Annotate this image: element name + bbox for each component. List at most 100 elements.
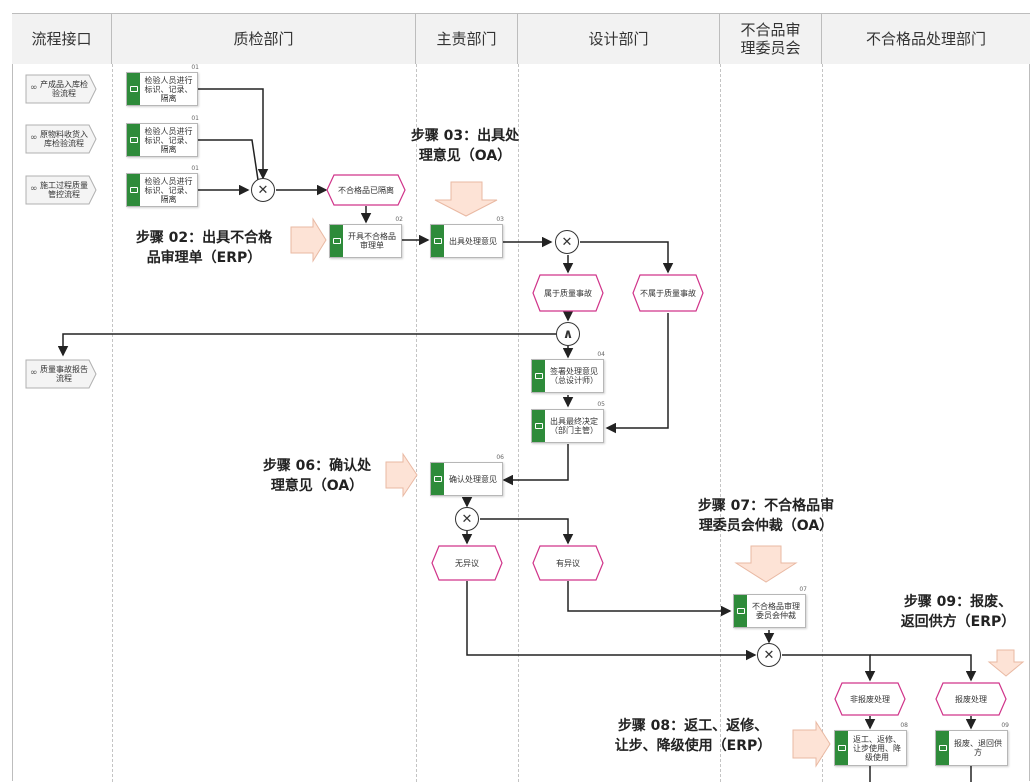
task-bar	[127, 174, 140, 206]
event-non-scrap-handling[interactable]: 非报废处理	[834, 682, 906, 716]
task-bar	[330, 225, 343, 257]
flow-e3-t5	[605, 313, 669, 434]
flow-e4-gw5	[466, 581, 757, 661]
lane-divider	[112, 64, 113, 782]
monitor-icon	[129, 137, 138, 143]
event-nonconforming-isolated[interactable]: 不合格品已隔离	[326, 174, 406, 206]
task-number: 09	[1001, 722, 1009, 729]
flow-gw2-e3	[580, 241, 674, 274]
interface-quality-accident-report[interactable]: ∞ 质量事故报告 流程	[25, 359, 97, 389]
lane-header-disposal: 不合格品处理部门	[822, 14, 1030, 64]
task-number: 03	[496, 216, 504, 223]
monitor-icon	[534, 423, 543, 429]
lane-divider	[518, 64, 519, 782]
task-number: 01	[191, 64, 199, 71]
task-label: 出具最终决定 （部门主管）	[550, 417, 598, 435]
xor-icon: ✕	[561, 234, 573, 250]
task-label: 确认处理意见	[449, 474, 497, 484]
task-08-rework-repair-concession[interactable]: 返工、返修、 让步使用、降 级使用 08	[834, 722, 908, 766]
event-scrap-handling[interactable]: 报废处理	[935, 682, 1007, 716]
step-note-03: 步骤 03：出具处 理意见（OA）	[410, 128, 520, 164]
task-label: 签署处理意见 （总设计师）	[550, 367, 598, 385]
task-bar	[127, 73, 140, 105]
task-label: 不合格品审理 委员会仲裁	[752, 602, 800, 620]
interface-label: 施工过程质量 管控流程	[40, 181, 88, 199]
task-03-issue-opinion[interactable]: 出具处理意见 03	[430, 216, 504, 258]
lane-divider	[822, 64, 823, 782]
flow-gw4-e5	[480, 518, 574, 545]
flow-e5-t7	[567, 581, 732, 617]
task-number: 07	[799, 586, 807, 593]
task-04-sign-opinion[interactable]: 签署处理意见 （总设计师） 04	[531, 351, 605, 393]
gateway-xor-4[interactable]: ✕	[455, 507, 479, 531]
interface-construction-quality-control[interactable]: ∞ 施工过程质量 管控流程	[25, 175, 97, 205]
task-05-final-decision[interactable]: 出具最终决定 （部门主管） 05	[531, 401, 605, 443]
task-bar	[431, 463, 444, 495]
task-number: 05	[597, 401, 605, 408]
lane-divider	[720, 64, 721, 782]
task-number: 01	[191, 165, 199, 172]
interface-label: 产成品入库检 验流程	[40, 80, 88, 98]
step-note-06: 步骤 06：确认处 理意见（OA）	[262, 458, 372, 494]
step-note-09: 步骤 09：报废、 返回供方（ERP）	[900, 594, 1016, 630]
callout-arrow-02	[290, 217, 327, 263]
task-label: 报废、退回供 方	[954, 739, 1002, 757]
interface-label: 质量事故报告 流程	[40, 365, 88, 383]
lane-header-committee: 不合品审 理委员会	[720, 14, 822, 64]
gateway-xor-5[interactable]: ✕	[757, 643, 781, 667]
link-icon: ∞	[30, 368, 38, 378]
monitor-icon	[433, 238, 442, 244]
task-07-committee-arbitration[interactable]: 不合格品审理 委员会仲裁 07	[733, 586, 807, 628]
task-01-mark-record-isolate[interactable]: 检验人员进行 标识、记录、 隔离 01	[126, 115, 199, 157]
xor-icon: ✕	[461, 511, 473, 527]
monitor-icon	[534, 373, 543, 379]
task-02-issue-review-form[interactable]: 开具不合格品 审理单 02	[329, 216, 403, 258]
interface-finished-goods-inspection[interactable]: ∞ 产成品入库检 验流程	[25, 74, 97, 104]
flow-t5-t6	[502, 444, 569, 486]
task-bar	[127, 124, 140, 156]
flow-gw5-e7	[870, 654, 977, 682]
and-icon: ∧	[562, 326, 574, 342]
task-bar	[532, 360, 545, 392]
event-not-quality-accident[interactable]: 不属于质量事故	[632, 274, 704, 312]
monitor-icon	[837, 745, 846, 751]
event-label: 不合格品已隔离	[338, 185, 394, 195]
gateway-xor-2[interactable]: ✕	[555, 230, 579, 254]
task-bar	[734, 595, 747, 627]
task-09-scrap-return-supplier[interactable]: 报废、退回供 方 09	[935, 722, 1009, 766]
event-label: 属于质量事故	[544, 288, 592, 298]
gateway-and-3[interactable]: ∧	[556, 322, 580, 346]
diagram-frame	[12, 13, 1030, 781]
monitor-icon	[938, 745, 947, 751]
task-01-mark-record-isolate[interactable]: 检验人员进行 标识、记录、 隔离 01	[126, 64, 199, 106]
task-01-mark-record-isolate[interactable]: 检验人员进行 标识、记录、 隔离 01	[126, 165, 199, 207]
task-bar	[431, 225, 444, 257]
task-number: 02	[395, 216, 403, 223]
interface-label: 原物料收货入 库检验流程	[40, 130, 88, 148]
link-icon: ∞	[30, 184, 38, 194]
event-is-quality-accident[interactable]: 属于质量事故	[532, 274, 604, 312]
task-06-confirm-opinion[interactable]: 确认处理意见 06	[430, 454, 504, 496]
task-number: 04	[597, 351, 605, 358]
task-number: 08	[900, 722, 908, 729]
task-number: 06	[496, 454, 504, 461]
task-number: 01	[191, 115, 199, 122]
callout-arrow-06	[385, 452, 418, 498]
task-label: 出具处理意见	[449, 236, 497, 246]
lane-header-owner: 主责部门	[416, 14, 518, 64]
event-label: 有异议	[556, 558, 580, 568]
event-no-objection[interactable]: 无异议	[431, 545, 503, 581]
task-bar	[936, 731, 949, 765]
interface-material-receiving-inspection[interactable]: ∞ 原物料收货入 库检验流程	[25, 124, 97, 154]
event-label: 不属于质量事故	[640, 288, 696, 298]
event-has-objection[interactable]: 有异议	[532, 545, 604, 581]
flow-gw5-e6	[782, 654, 876, 682]
step-note-02: 步骤 02：出具不合格 品审理单（ERP）	[135, 230, 273, 266]
gateway-xor-1[interactable]: ✕	[251, 178, 275, 202]
link-icon: ∞	[30, 133, 38, 143]
monitor-icon	[332, 238, 341, 244]
lane-header-interface: 流程接口	[12, 14, 112, 64]
event-label: 报废处理	[955, 694, 987, 704]
